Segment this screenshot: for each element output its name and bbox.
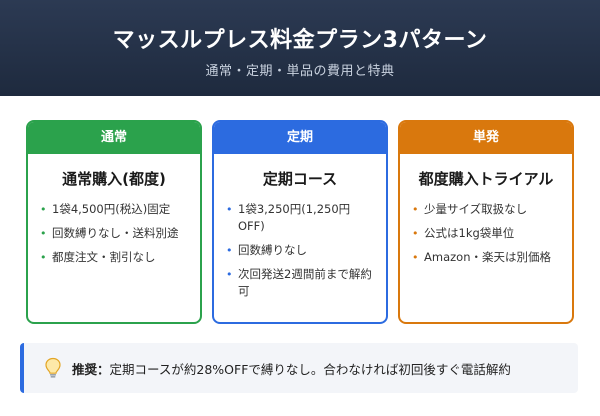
bullet-icon: • xyxy=(40,203,47,216)
feature-text: 1袋4,500円(税込)固定 xyxy=(52,202,171,216)
page-subtitle: 通常・定期・単品の費用と特典 xyxy=(205,64,395,79)
plan-title: 定期コース xyxy=(262,170,338,188)
plan-tag: 定期 xyxy=(214,122,386,154)
feature-text: 次回発送2週間前まで解約可 xyxy=(238,267,372,298)
plan-card-regular: 通常 通常購入(都度) • 1袋4,500円(税込)固定 • 回数縛りなし・送料別途… xyxy=(26,120,202,324)
plan-tag: 通常 xyxy=(28,122,200,154)
note-label: 推奨： xyxy=(72,362,110,377)
bullet-icon: • xyxy=(412,227,419,240)
plan-card-subscription: 定期 定期コース • 1袋3,250円(1,250円OFF) • 回数縛りなし • 次… xyxy=(212,120,388,324)
plan-features: • 少量サイズ取扱なし • 公式は1kg袋単位 • Amazon・楽天は別価格 xyxy=(400,201,572,266)
list-item: • 都度注文・割引なし xyxy=(40,249,190,266)
bullet-icon: • xyxy=(226,244,233,257)
feature-text: 1袋3,250円(1,250円OFF) xyxy=(238,202,351,233)
plan-card-single: 単発 都度購入トライアル • 少量サイズ取扱なし • 公式は1kg袋単位 • Amaz… xyxy=(398,120,574,324)
list-item: • 回数縛りなし・送料別途 xyxy=(40,225,190,242)
list-item: • 1袋4,500円(税込)固定 xyxy=(40,201,190,218)
list-item: • Amazon・楽天は別価格 xyxy=(412,249,562,266)
list-item: • 公式は1kg袋単位 xyxy=(412,225,562,242)
list-item: • 次回発送2週間前まで解約可 xyxy=(226,266,376,300)
feature-text: 回数縛りなし・送料別途 xyxy=(52,226,179,240)
bullet-icon: • xyxy=(40,227,47,240)
bullet-icon: • xyxy=(40,251,47,264)
page-title: マッスルプレス料金プラン3パターン xyxy=(112,28,488,53)
bullet-icon: • xyxy=(226,268,233,281)
feature-text: Amazon・楽天は別価格 xyxy=(424,250,551,264)
bullet-icon: • xyxy=(226,203,233,216)
feature-text: 都度注文・割引なし xyxy=(52,250,156,264)
plan-features: • 1袋3,250円(1,250円OFF) • 回数縛りなし • 次回発送2週間前まで… xyxy=(214,201,386,300)
feature-text: 公式は1kg袋単位 xyxy=(424,226,515,240)
list-item: • 1袋3,250円(1,250円OFF) xyxy=(226,201,376,235)
header: マッスルプレス料金プラン3パターン 通常・定期・単品の費用と特典 xyxy=(0,0,600,96)
bullet-icon: • xyxy=(412,251,419,264)
feature-text: 少量サイズ取扱なし xyxy=(424,202,528,216)
plan-title: 都度購入トライアル xyxy=(418,170,554,188)
plan-features: • 1袋4,500円(税込)固定 • 回数縛りなし・送料別途 • 都度注文・割引なし xyxy=(28,201,200,266)
plan-title: 通常購入(都度) xyxy=(62,170,166,188)
recommendation-note: 推奨：定期コースが約28%OFFで縛りなし。合わなければ初回後すぐ電話解約 xyxy=(20,343,578,393)
list-item: • 少量サイズ取扱なし xyxy=(412,201,562,218)
list-item: • 回数縛りなし xyxy=(226,242,376,259)
note-body: 定期コースが約28%OFFで縛りなし。合わなければ初回後すぐ電話解約 xyxy=(109,362,511,377)
bullet-icon: • xyxy=(412,203,419,216)
feature-text: 回数縛りなし xyxy=(238,243,307,257)
plan-tag: 単発 xyxy=(400,122,572,154)
plan-cards: 通常 通常購入(都度) • 1袋4,500円(税込)固定 • 回数縛りなし・送料別途… xyxy=(26,120,574,324)
lightbulb-icon xyxy=(45,357,61,378)
